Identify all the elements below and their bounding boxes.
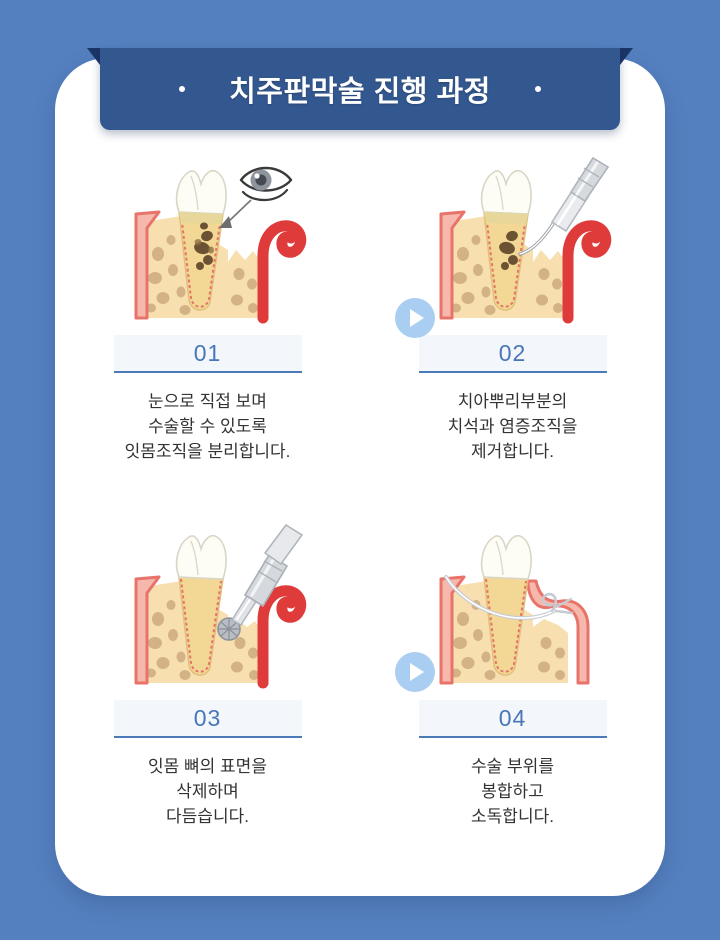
step-badge-02: 02 [418, 335, 607, 373]
illustration-tooth-with-eye-inspection [103, 150, 313, 325]
step-caption-02: 치아뿌리부분의 치석과 염증조직을 제거합니다. [447, 392, 578, 462]
banner-fold-left-icon [87, 48, 100, 65]
step-number-02: 02 [498, 339, 527, 366]
bone-bur-tool-icon [216, 523, 303, 641]
step-badge-03: 03 [113, 700, 302, 738]
step-number-03: 03 [193, 704, 222, 731]
step-card-03: 03 잇몸 뼈의 표면을 삭제하며 다듬습니다. [55, 515, 360, 880]
step-badge-04: 04 [418, 700, 607, 738]
step-badge-01: 01 [113, 335, 302, 373]
play-arrow-step1-to-step2[interactable] [395, 298, 435, 338]
play-arrow-step3-to-step4[interactable] [395, 652, 435, 692]
step-card-02: 02 치아뿌리부분의 치석과 염증조직을 제거합니다. [360, 150, 665, 515]
step-caption-03: 잇몸 뼈의 표면을 삭제하며 다듬습니다. [148, 757, 267, 827]
play-triangle-icon [410, 663, 424, 681]
page-title: 치주판막술 진행 과정 [229, 76, 491, 108]
steps-grid: 01 눈으로 직접 보며 수술할 수 있도록 잇몸조직을 분리합니다. [55, 150, 665, 880]
scaler-tool-icon [517, 156, 609, 256]
suture-thread-icon [443, 575, 573, 621]
eye-icon [239, 166, 292, 202]
title-banner: 치주판막술 진행 과정 [87, 48, 633, 130]
step-caption-04: 수술 부위를 봉합하고 소독합니다. [471, 757, 554, 827]
illustration-tooth-with-bone-bur [103, 515, 313, 690]
play-triangle-icon [410, 309, 424, 327]
step-card-01: 01 눈으로 직접 보며 수술할 수 있도록 잇몸조직을 분리합니다. [55, 150, 360, 515]
step-caption-01: 눈으로 직접 보며 수술할 수 있도록 잇몸조직을 분리합니다. [124, 392, 291, 462]
illustration-tooth-with-suture [408, 515, 618, 690]
step-card-04: 04 수술 부위를 봉합하고 소독합니다. [360, 515, 665, 880]
banner-dot-right-icon [534, 86, 541, 92]
banner-fold-right-icon [620, 48, 633, 65]
step-number-01: 01 [193, 339, 222, 366]
step-number-04: 04 [498, 704, 527, 731]
banner-dot-left-icon [179, 86, 186, 92]
illustration-tooth-with-scaler-tool [408, 150, 618, 325]
banner-body: 치주판막술 진행 과정 [100, 48, 620, 130]
content-card [55, 58, 665, 896]
